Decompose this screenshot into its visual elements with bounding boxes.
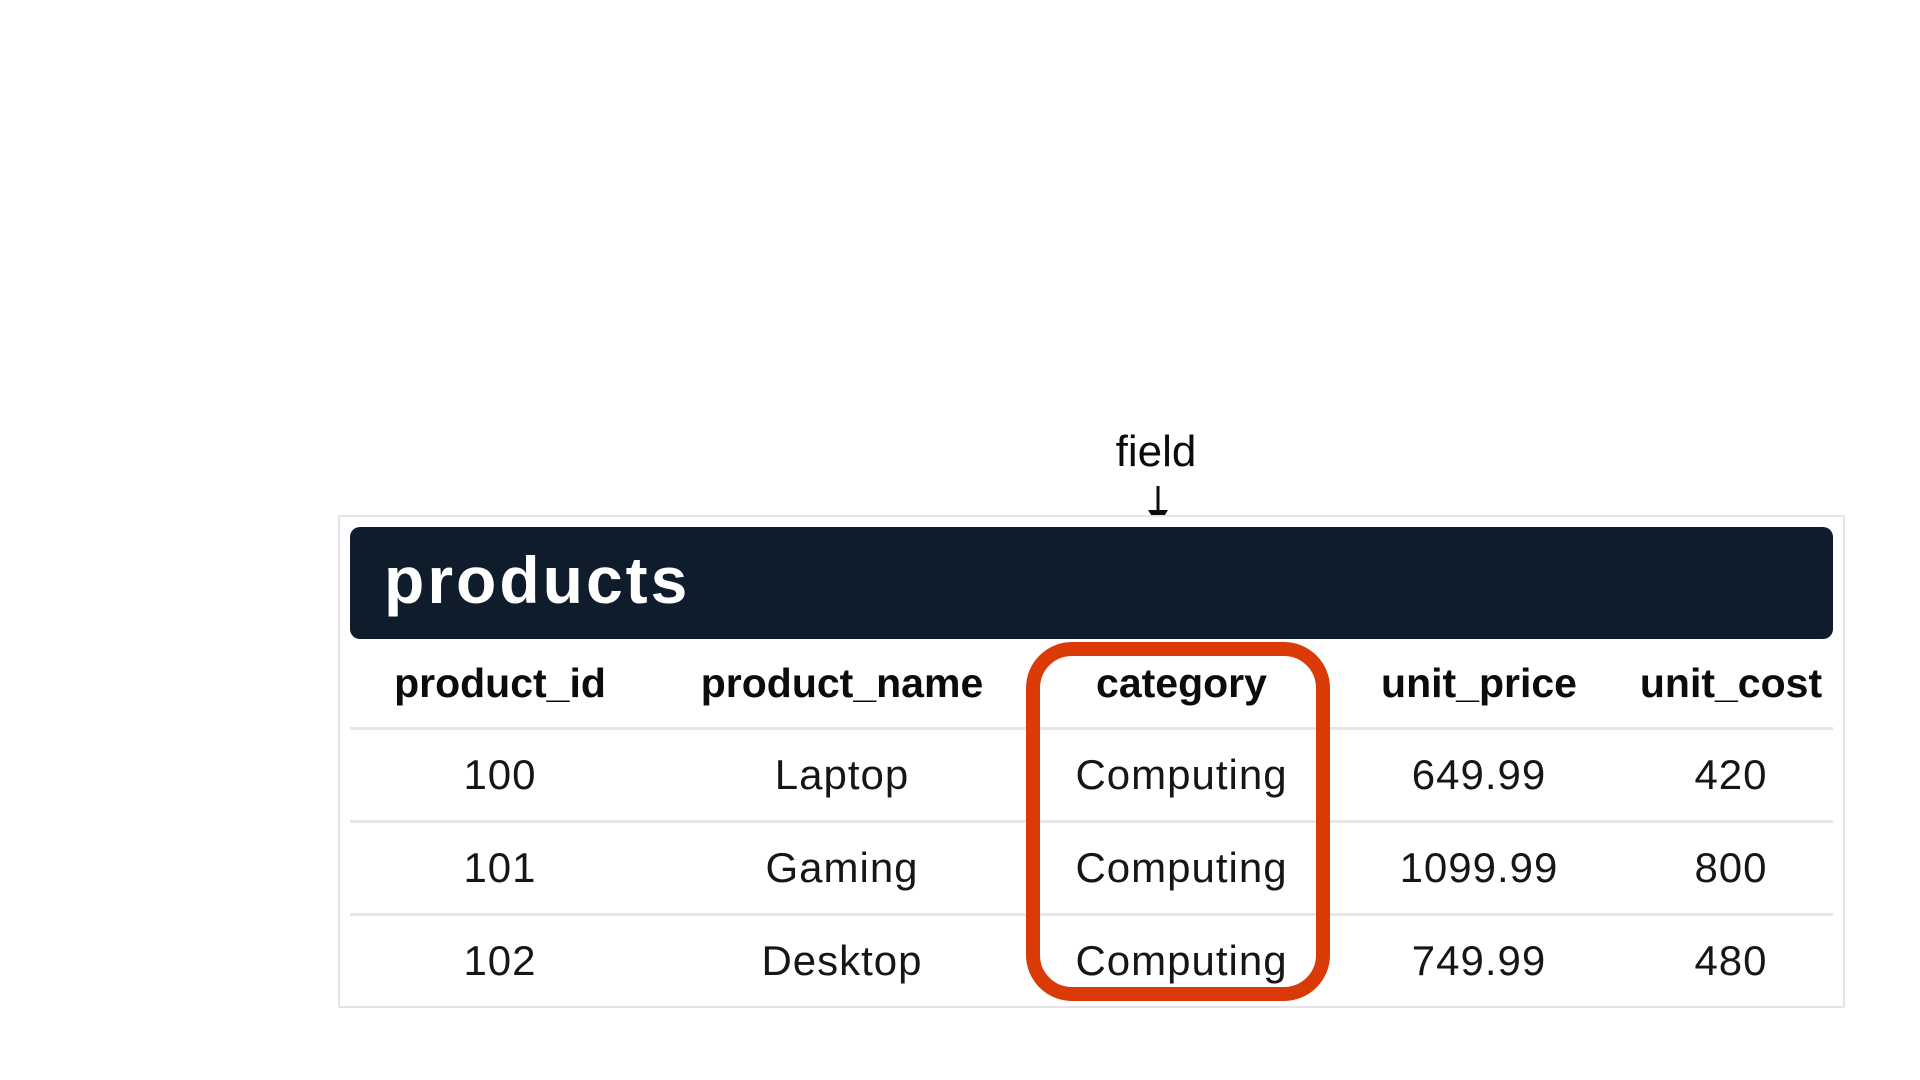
cell-product-id: 101 <box>463 844 537 891</box>
cell-unit-cost: 800 <box>1694 844 1768 891</box>
cell-category: Computing <box>1075 751 1288 798</box>
cell-unit-cost: 480 <box>1694 937 1768 984</box>
table-row: 102 Desktop Computing 749.99 480 <box>350 913 1833 1006</box>
cell-category: Computing <box>1075 844 1288 891</box>
column-header-unit-price: unit_price <box>1381 660 1577 706</box>
cell-unit-price: 749.99 <box>1411 937 1547 984</box>
column-header-category: category <box>1096 660 1267 706</box>
table-title-bar: products <box>350 527 1833 639</box>
table-title: products <box>384 543 691 617</box>
table-header-row: product_id product_name category unit_pr… <box>350 639 1833 727</box>
cell-product-name: Laptop <box>774 751 910 798</box>
products-table-card: products product_id product_name categor… <box>338 515 1845 1008</box>
column-header-product-id: product_id <box>394 660 606 706</box>
cell-category: Computing <box>1075 937 1288 984</box>
cell-unit-cost: 420 <box>1694 751 1768 798</box>
cell-unit-price: 649.99 <box>1411 751 1547 798</box>
column-header-unit-cost: unit_cost <box>1639 660 1823 706</box>
cell-product-id: 100 <box>463 751 537 798</box>
column-header-product-name: product_name <box>700 660 984 706</box>
cell-unit-price: 1099.99 <box>1399 844 1559 891</box>
table-row: 101 Gaming Computing 1099.99 800 <box>350 820 1833 913</box>
table-row: 100 Laptop Computing 649.99 420 <box>350 727 1833 820</box>
field-annotation-label: field <box>1115 427 1197 476</box>
cell-product-id: 102 <box>463 937 537 984</box>
cell-product-name: Gaming <box>765 844 919 891</box>
cell-product-name: Desktop <box>761 937 923 984</box>
